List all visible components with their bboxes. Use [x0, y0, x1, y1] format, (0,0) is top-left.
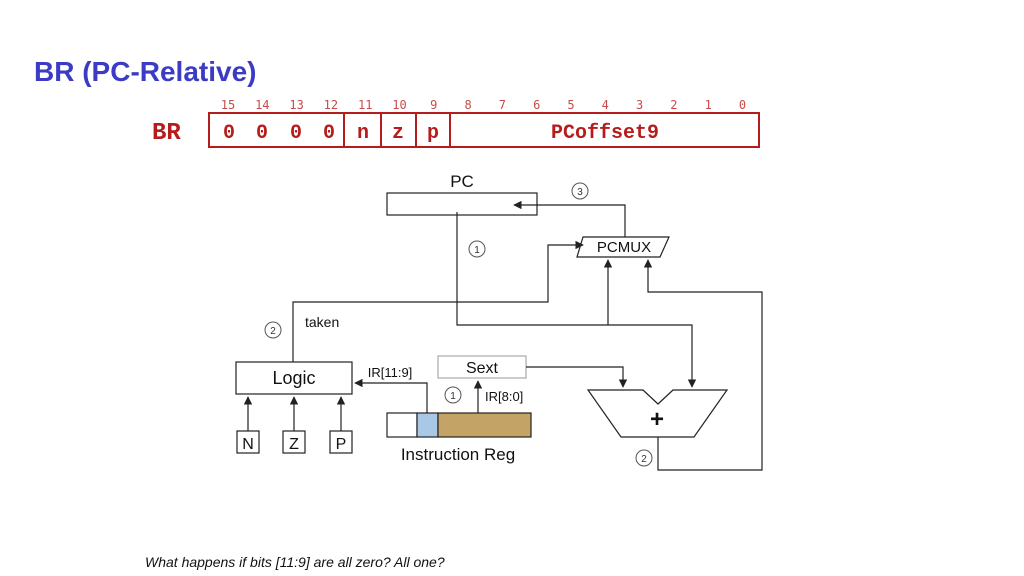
pc-register [386, 192, 538, 216]
bit-number-12: 12 [324, 98, 338, 112]
ir-opcode-field [386, 412, 418, 438]
bit-number-6: 6 [533, 98, 540, 112]
logic-box [235, 361, 353, 395]
wire-sext-to-adder [526, 366, 628, 388]
bit-number-5: 5 [567, 98, 574, 112]
bit-number-14: 14 [255, 98, 269, 112]
cond-bit-p: p [427, 122, 439, 145]
bit-number-8: 8 [464, 98, 471, 112]
svg-text:2: 2 [270, 326, 276, 337]
bit-number-1: 1 [705, 98, 712, 112]
flag-z-label: Z [289, 436, 299, 453]
pc-label: PC [450, 172, 474, 191]
opcode-bit-12: 0 [323, 122, 335, 145]
wire-pc-to-adder [456, 212, 697, 388]
format-outline [208, 112, 760, 148]
opcode-bit-14: 0 [256, 122, 268, 145]
taken-label: taken [305, 314, 339, 330]
wire-pcmux-to-pc [513, 200, 626, 237]
cond-bit-z: z [392, 122, 404, 145]
opcode-bit-13: 0 [290, 122, 302, 145]
svg-text:1: 1 [450, 391, 456, 402]
opcode-bit-15: 0 [223, 122, 235, 145]
step-marker-pc: 1 [468, 240, 486, 258]
bit-number-15: 15 [221, 98, 235, 112]
svg-text:1: 1 [474, 245, 480, 256]
wire-ir11-9-to-logic [354, 378, 428, 413]
ir-11-9-label: IR[11:9] [368, 365, 413, 380]
bit-number-2: 2 [670, 98, 677, 112]
adder-symbol: + [650, 406, 664, 433]
sext-label: Sext [466, 360, 499, 377]
bit-number-3: 3 [636, 98, 643, 112]
ir-8-0-label: IR[8:0] [485, 389, 523, 404]
svg-text:3: 3 [577, 187, 583, 198]
step-marker-adder: 2 [635, 449, 653, 467]
bit-number-10: 10 [392, 98, 406, 112]
bit-number-0: 0 [739, 98, 746, 112]
cond-bit-n: n [357, 122, 369, 145]
adder [586, 389, 729, 438]
step-marker-logic: 2 [264, 321, 282, 339]
logic-label: Logic [272, 368, 315, 388]
bit-number-13: 13 [289, 98, 303, 112]
pcmux-label: PCMUX [597, 239, 651, 256]
wire-taken-to-pcmux [292, 240, 584, 362]
ir-cond-field [416, 412, 439, 438]
slide-question: What happens if bits [11:9] are all zero… [145, 554, 445, 570]
wire-adder-to-pcmux [643, 259, 763, 471]
offset-field-label: PCoffset9 [551, 122, 659, 145]
format-name: BR [152, 120, 181, 147]
bit-number-4: 4 [602, 98, 609, 112]
bit-number-11: 11 [358, 98, 372, 112]
flag-n-label: N [242, 436, 254, 453]
bit-number-9: 9 [430, 98, 437, 112]
flag-p-label: P [336, 436, 347, 453]
pcmux [576, 236, 670, 258]
instruction-reg-label: Instruction Reg [401, 445, 515, 464]
step-marker-sext: 1 [444, 386, 462, 404]
slide-title: BR (PC-Relative) [34, 56, 257, 87]
step-marker-pcmux: 3 [571, 182, 589, 200]
bit-number-7: 7 [499, 98, 506, 112]
svg-text:2: 2 [641, 454, 647, 465]
ir-offset-field [437, 412, 532, 438]
